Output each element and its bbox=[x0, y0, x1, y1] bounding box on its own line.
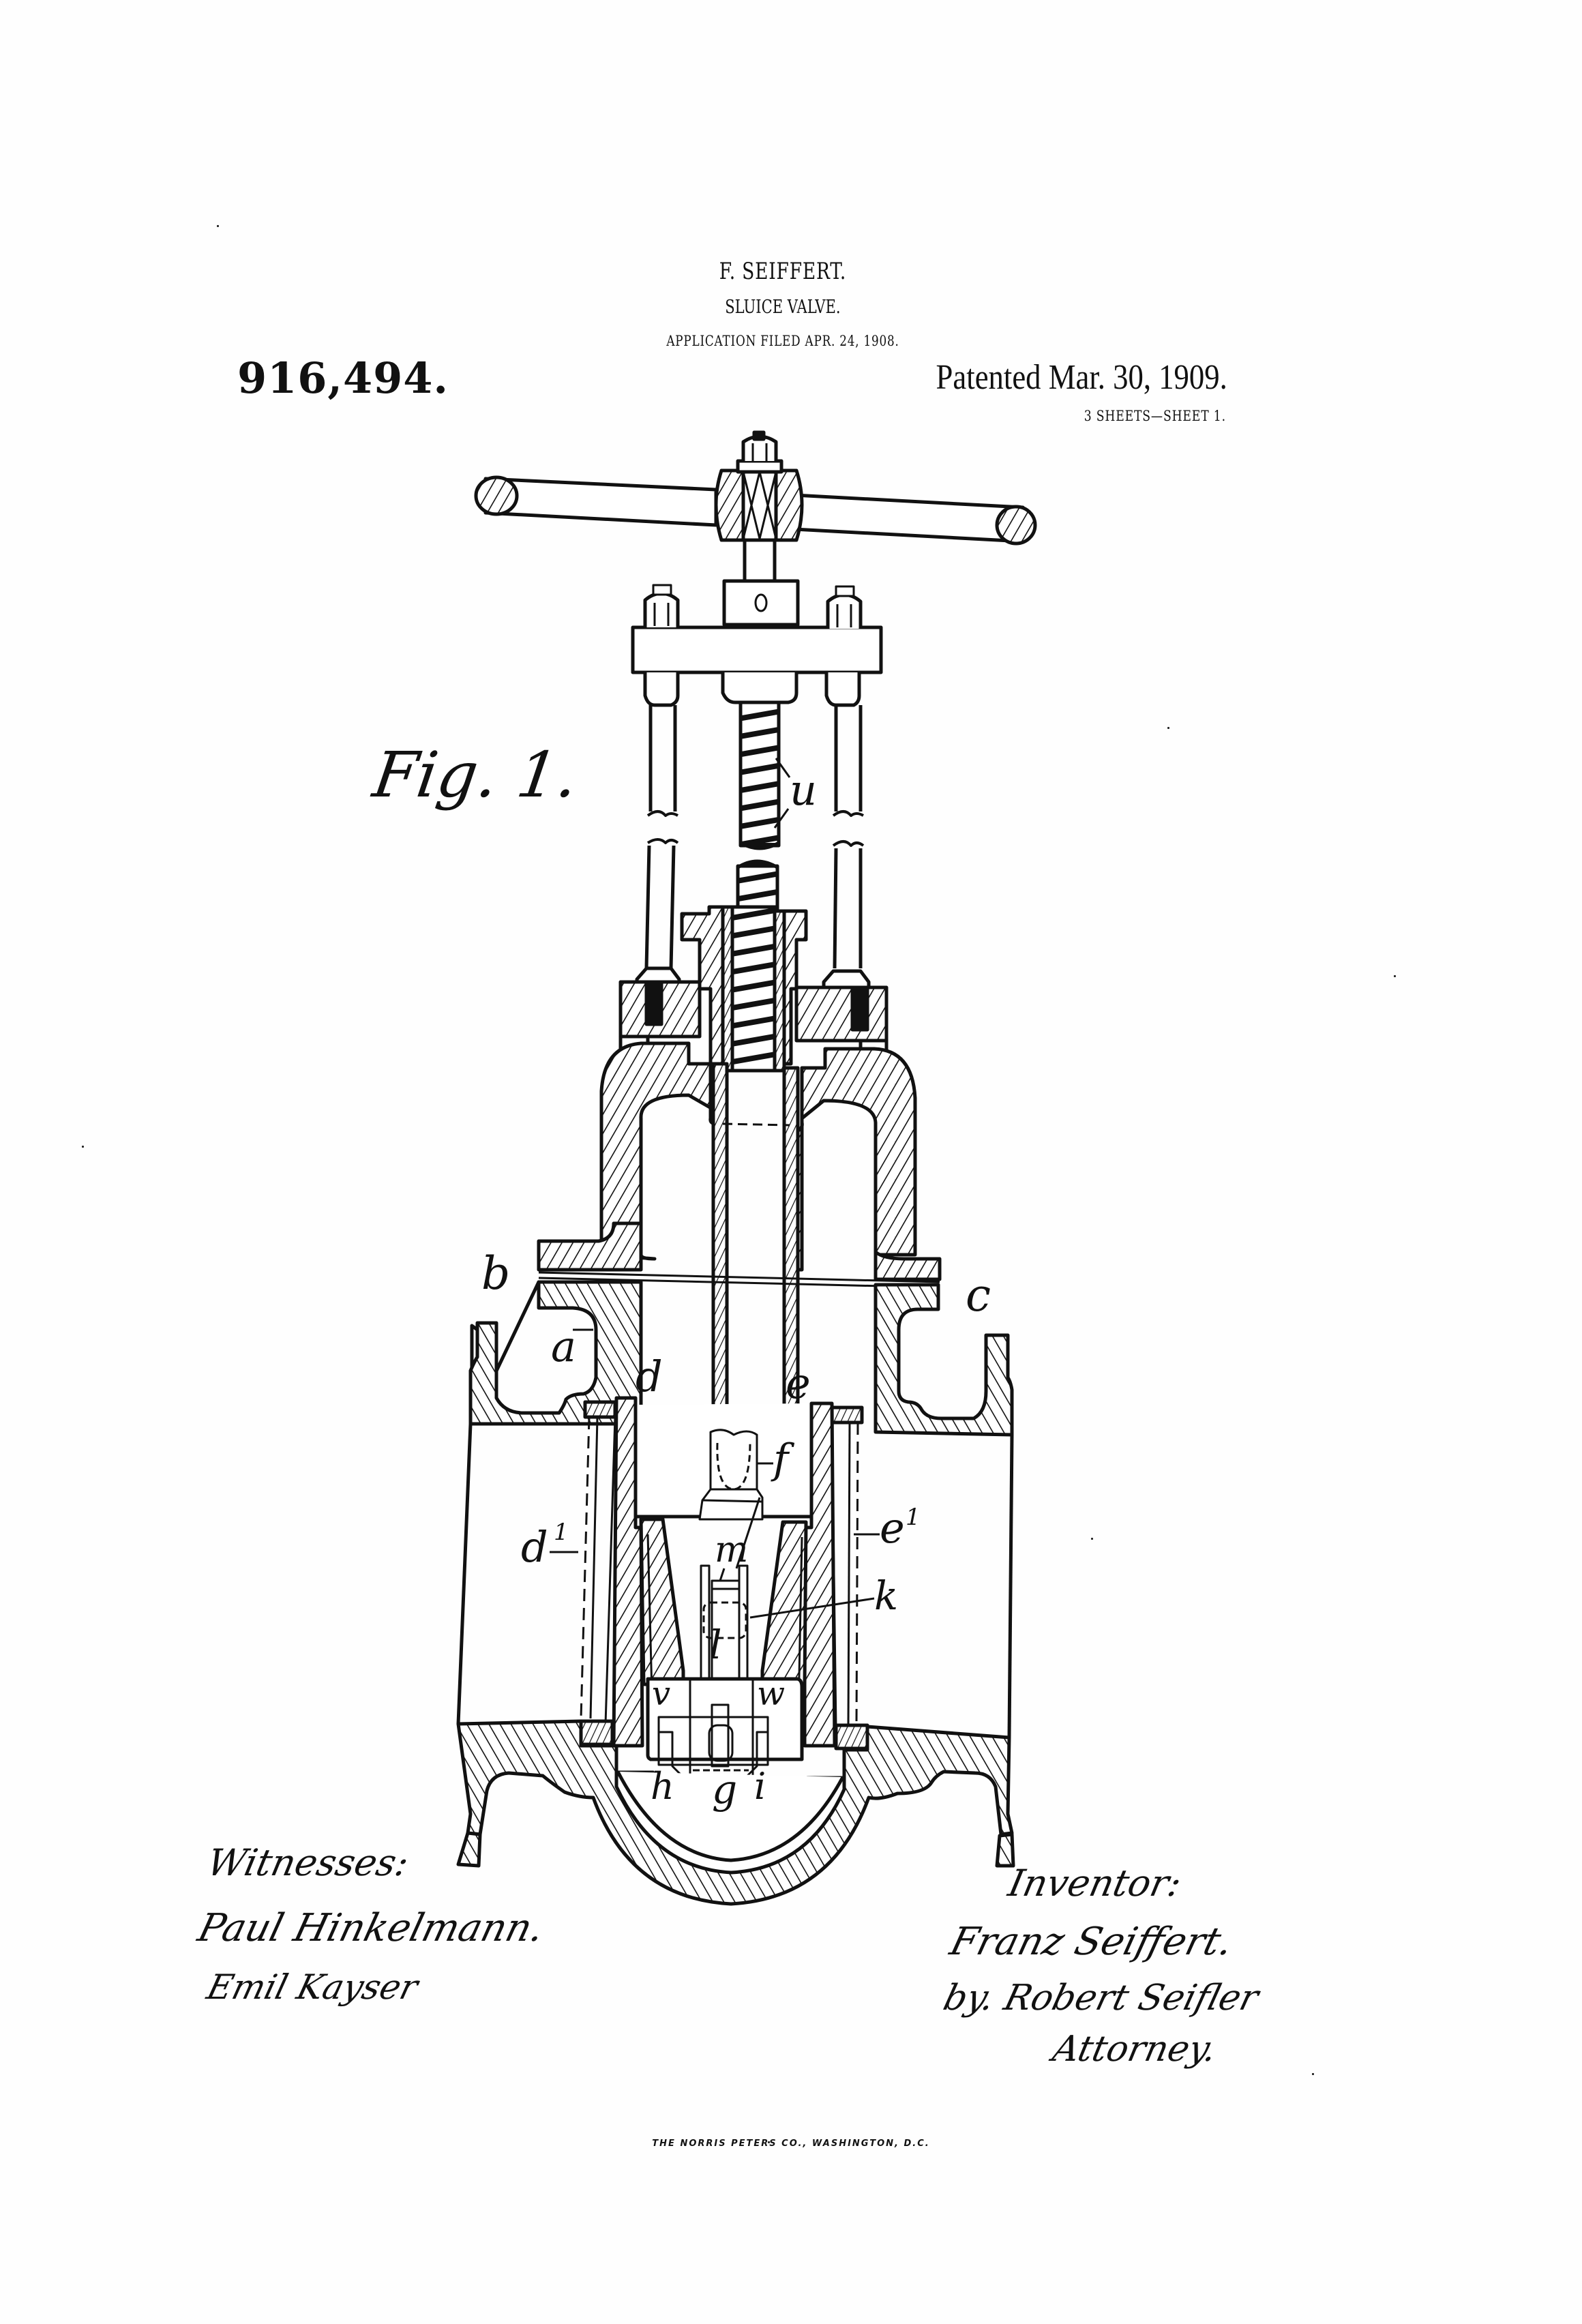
patented-date: Patented Mar. 30, 1909. bbox=[936, 358, 1227, 397]
label-v: v bbox=[652, 1675, 670, 1713]
figure-label: Fig. 1. bbox=[368, 738, 582, 811]
handle-bar bbox=[474, 430, 1037, 546]
label-g: g bbox=[712, 1766, 737, 1813]
valve-body bbox=[456, 1280, 1015, 1906]
label-w: w bbox=[757, 1675, 785, 1713]
witness-signature-2: Emil Kayser bbox=[203, 1967, 422, 2007]
label-e: e bbox=[786, 1358, 811, 1408]
scan-speck bbox=[768, 2141, 770, 2143]
scan-speck bbox=[1312, 2073, 1314, 2075]
patent-number: 916,494. bbox=[237, 353, 449, 403]
yoke bbox=[631, 538, 883, 707]
bonnet-body bbox=[537, 1041, 942, 1434]
attorney-label: Attorney. bbox=[1049, 2029, 1221, 2070]
attorney-signature: by. Robert Seifler bbox=[939, 1978, 1263, 2018]
label-u: u bbox=[790, 765, 817, 815]
label-i: i bbox=[754, 1765, 766, 1808]
label-b: b bbox=[481, 1247, 510, 1300]
scan-speck bbox=[217, 225, 219, 227]
label-k: k bbox=[874, 1573, 898, 1619]
reference-labels: Fig. 1. u b c a d e f d 1 e 1 m k l v w … bbox=[368, 738, 991, 1813]
witnesses-label: Witnesses: bbox=[203, 1841, 413, 1884]
label-a: a bbox=[551, 1322, 576, 1371]
label-l: l bbox=[709, 1622, 722, 1668]
inventor-signature: Franz Seiffert. bbox=[945, 1920, 1238, 1964]
witness-signature-1: Paul Hinkelmann. bbox=[193, 1906, 549, 1950]
stuffing-box bbox=[680, 905, 808, 1073]
scan-speck bbox=[82, 1146, 84, 1148]
inventor-name-heading: F. SEIFFERT. bbox=[719, 258, 847, 285]
inventor-label: Inventor: bbox=[1004, 1862, 1186, 1905]
label-e1: e bbox=[880, 1503, 905, 1553]
label-d1-sup: 1 bbox=[554, 1519, 569, 1546]
label-d: d bbox=[636, 1352, 663, 1401]
label-h: h bbox=[651, 1765, 674, 1808]
label-e1-sup: 1 bbox=[906, 1504, 921, 1531]
printer-imprint: THE NORRIS PETERS CO., WASHINGTON, D.C. bbox=[652, 2139, 930, 2149]
label-c: c bbox=[966, 1269, 991, 1322]
invention-title: SLUICE VALVE. bbox=[725, 297, 841, 318]
label-d1: d bbox=[521, 1522, 548, 1572]
scan-speck bbox=[1091, 1538, 1093, 1540]
scan-speck bbox=[1394, 975, 1396, 977]
application-filed-date: APPLICATION FILED APR. 24, 1908. bbox=[666, 333, 899, 349]
sheet-info: 3 SHEETS—SHEET 1. bbox=[1084, 408, 1226, 424]
scan-speck bbox=[1167, 727, 1169, 729]
